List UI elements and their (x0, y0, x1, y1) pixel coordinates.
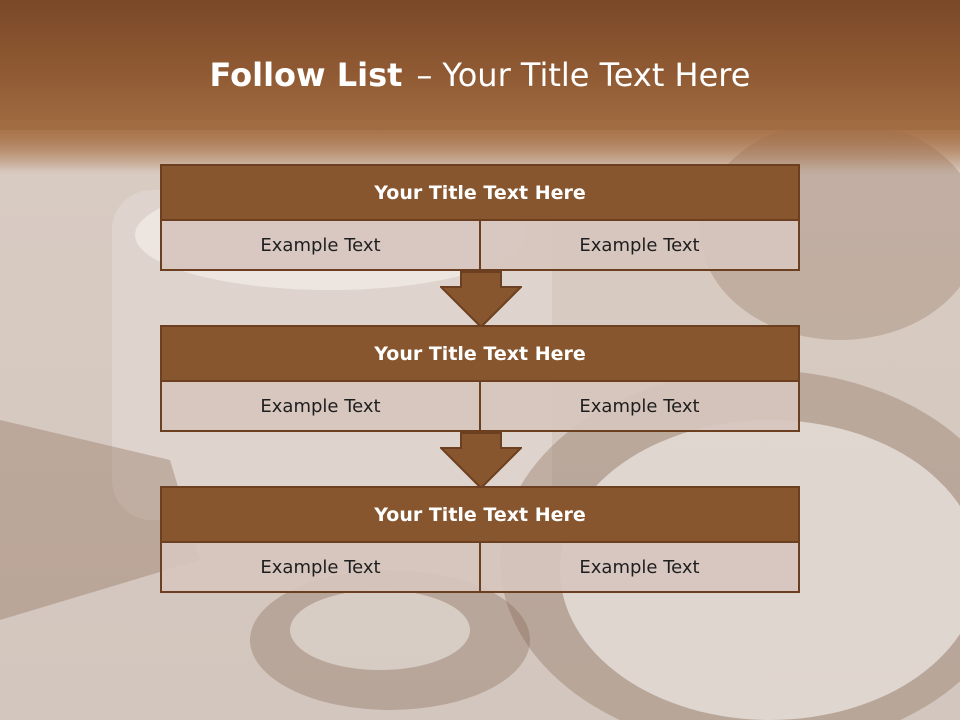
step-cell-left: Example Text (162, 543, 479, 591)
step-cell-left: Example Text (162, 221, 479, 269)
step-title: Your Title Text Here (160, 164, 800, 221)
slide-title-rest: Your Title Text Here (442, 56, 751, 94)
step-block-3: Your Title Text Here Example Text Exampl… (160, 486, 800, 593)
slide-title-separator: – (416, 56, 433, 94)
down-arrow-icon (440, 432, 522, 490)
step-row: Example Text Example Text (160, 543, 800, 593)
step-title: Your Title Text Here (160, 486, 800, 543)
step-cell-right: Example Text (479, 382, 798, 430)
step-row: Example Text Example Text (160, 382, 800, 432)
header-band (0, 0, 960, 130)
slide-title-bold: Follow List (209, 56, 403, 94)
header-fade (0, 120, 960, 170)
step-cell-right: Example Text (479, 543, 798, 591)
slide-title: Follow List–Your Title Text Here (0, 55, 960, 95)
step-title: Your Title Text Here (160, 325, 800, 382)
step-cell-right: Example Text (479, 221, 798, 269)
step-row: Example Text Example Text (160, 221, 800, 271)
step-block-1: Your Title Text Here Example Text Exampl… (160, 164, 800, 271)
step-block-2: Your Title Text Here Example Text Exampl… (160, 325, 800, 432)
down-arrow-icon (440, 271, 522, 329)
step-cell-left: Example Text (162, 382, 479, 430)
